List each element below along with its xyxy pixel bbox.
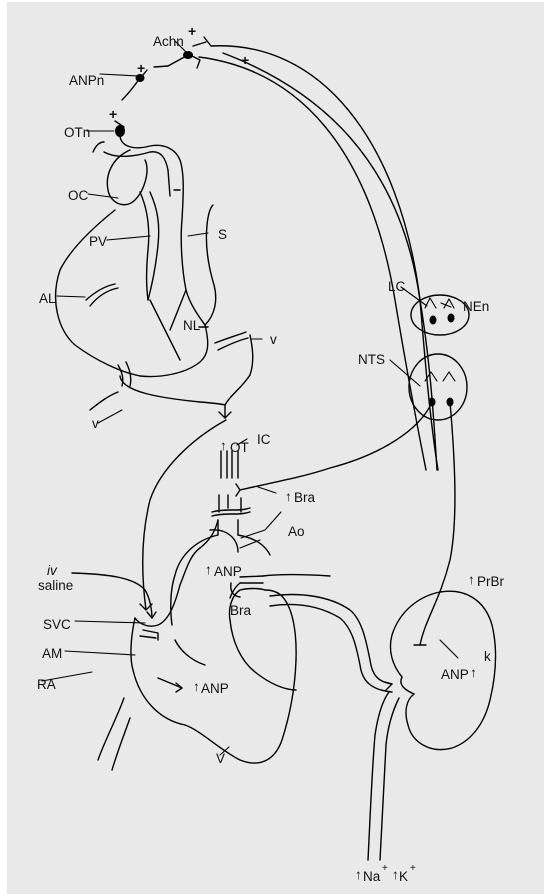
- label-k: k: [484, 650, 491, 664]
- label-achn: Achn: [153, 35, 184, 49]
- label-anp-atrium: ANP: [201, 682, 229, 696]
- label-v-right: v: [270, 333, 277, 347]
- label-nen: NEn: [463, 300, 489, 314]
- up-arrow-anp-atrium: ↑: [193, 680, 200, 694]
- label-bra-upper: Bra: [294, 491, 315, 505]
- label-nts: NTS: [358, 353, 385, 367]
- up-arrow-k: ↑: [392, 868, 399, 882]
- label-s: S: [218, 228, 227, 242]
- anp-arrows: [158, 678, 182, 692]
- up-arrow-anp-aorta: ↑: [205, 563, 212, 577]
- diagram-panel: Achn + + ANPn + + OTn OC PV S AL NL v v …: [7, 2, 544, 894]
- label-anp-kidney: ANP: [441, 668, 469, 682]
- pituitary: [56, 131, 253, 418]
- label-bra-heart: Bra: [230, 604, 251, 618]
- kidney: [368, 591, 496, 860]
- label-lc: LC: [388, 280, 405, 294]
- label-al: AL: [39, 292, 56, 306]
- label-svc: SVC: [43, 618, 71, 632]
- label-k-ion: K: [399, 870, 408, 884]
- up-arrow-anp-kidney: ↑: [470, 666, 477, 680]
- heart: [98, 520, 296, 770]
- up-arrow-na: ↑: [355, 868, 362, 882]
- label-nl: NL: [183, 319, 200, 333]
- na-charge: +: [382, 864, 388, 874]
- up-arrow-bra: ↑: [285, 490, 292, 504]
- k-charge: +: [410, 864, 416, 874]
- label-anp-aorta: ANP: [214, 565, 242, 579]
- label-na: Na: [363, 870, 380, 884]
- label-ic: IC: [257, 433, 271, 447]
- label-v-left: v: [92, 417, 99, 431]
- up-arrow-ot: ↑: [220, 439, 227, 453]
- renal-vessels: [270, 595, 392, 692]
- label-ot: OT: [230, 441, 249, 455]
- leader-lines: [42, 41, 458, 755]
- label-ra: RA: [37, 678, 56, 692]
- nerve-bundle: [190, 46, 438, 470]
- neuron-chain: [115, 37, 211, 137]
- label-am: AM: [42, 647, 62, 661]
- label-ao: Ao: [288, 525, 305, 539]
- label-iv: iv: [47, 564, 57, 578]
- label-anpn: ANPn: [69, 74, 104, 88]
- up-arrow-prbr: ↑: [468, 573, 475, 587]
- plus-sign-anpn: +: [137, 61, 145, 75]
- label-otn: OTn: [64, 126, 90, 140]
- plus-sign-right: +: [241, 53, 249, 67]
- locus-circles: [236, 295, 469, 645]
- label-v-ventricle: V: [216, 752, 225, 766]
- plus-sign-achn: +: [188, 24, 196, 38]
- label-prbr: PrBr: [477, 575, 504, 589]
- label-oc: OC: [68, 189, 88, 203]
- plus-sign-otn: +: [109, 107, 117, 121]
- label-pv: PV: [89, 235, 107, 249]
- label-saline: saline: [38, 579, 73, 593]
